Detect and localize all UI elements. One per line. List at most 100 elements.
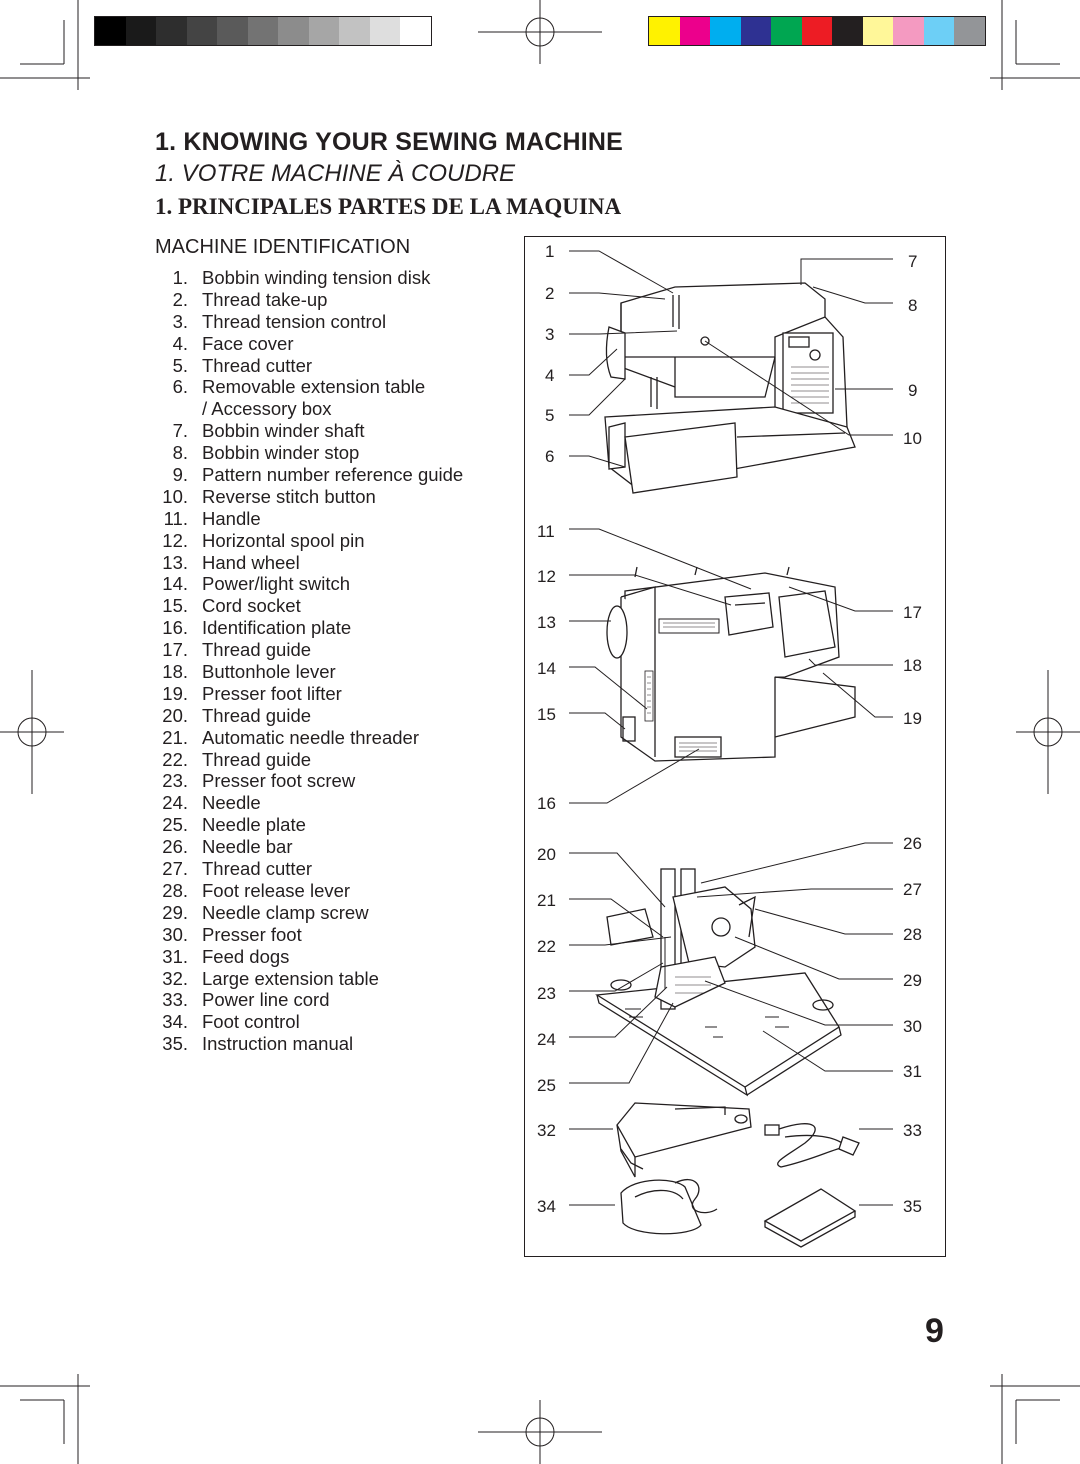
- callout-28: 28: [903, 925, 922, 944]
- callout-20: 20: [537, 845, 556, 864]
- part-number: 30.: [162, 923, 188, 945]
- part-label: Needle clamp screw: [202, 901, 369, 923]
- part-number: 32.: [162, 967, 188, 989]
- callout-22: 22: [537, 937, 556, 956]
- part-label: Bobbin winder shaft: [202, 420, 365, 442]
- callout-9: 9: [908, 381, 917, 400]
- gray-swatch: [339, 17, 370, 45]
- part-number: 27.: [162, 858, 188, 880]
- gray-swatch: [247, 17, 279, 45]
- part-number: 1.: [172, 267, 188, 288]
- part-number: 19.: [162, 682, 188, 704]
- callout-1: 1: [545, 242, 554, 261]
- part-number: 34.: [162, 1011, 188, 1033]
- part-label: Thread guide: [202, 748, 312, 770]
- title-french: 1. VOTRE MACHINE À COUDRE: [155, 160, 516, 187]
- callout-18: 18: [903, 656, 922, 675]
- section-heading: MACHINE IDENTIFICATION: [155, 236, 411, 258]
- part-number: 28.: [162, 879, 188, 901]
- callout-29: 29: [903, 971, 922, 990]
- part-number: 2.: [172, 288, 188, 310]
- part-number: 11.: [163, 507, 188, 529]
- color-swatch: [679, 17, 711, 45]
- part-number: 26.: [162, 836, 188, 858]
- part-label: Thread guide: [202, 704, 312, 726]
- callout-23: 23: [537, 984, 556, 1003]
- part-label: Horizontal spool pin: [202, 529, 365, 551]
- part-number: 3.: [172, 310, 188, 332]
- part-number: 35.: [162, 1033, 188, 1055]
- part-number: 9.: [172, 464, 188, 486]
- gray-swatch: [95, 17, 126, 45]
- color-swatch: [832, 17, 863, 45]
- part-label: Foot control: [202, 1011, 300, 1033]
- part-label: Pattern number reference guide: [202, 464, 464, 486]
- part-number: 10.: [162, 485, 188, 507]
- callout-27: 27: [903, 880, 922, 899]
- machine-diagram: 1 2 3 4 5 6 7 8 9 10 11 12 13 14 15 16 1…: [524, 236, 946, 1257]
- callout-3: 3: [545, 325, 554, 344]
- part-number: 29.: [162, 901, 188, 923]
- page-number: 9: [925, 1312, 944, 1350]
- callout-2: 2: [545, 284, 554, 303]
- part-label: Foot release lever: [202, 879, 351, 901]
- part-number: 31.: [162, 945, 188, 967]
- callout-19: 19: [903, 709, 922, 728]
- part-label: Large extension table: [202, 967, 379, 989]
- machine-rear-view: [606, 566, 856, 762]
- extension-table-illustration: [616, 1102, 752, 1178]
- callout-6: 6: [545, 447, 554, 466]
- gray-swatch: [308, 17, 340, 45]
- part-number: 13.: [162, 551, 188, 573]
- callout-35: 35: [903, 1197, 922, 1216]
- part-number: 25.: [162, 814, 188, 836]
- callout-25: 25: [537, 1076, 556, 1095]
- title-english: 1. KNOWING YOUR SEWING MACHINE: [155, 128, 624, 156]
- part-number: 8.: [172, 442, 188, 464]
- gray-swatch: [217, 17, 248, 45]
- callout-21: 21: [537, 891, 556, 910]
- part-label: Thread guide: [202, 639, 312, 661]
- callout-13: 13: [537, 613, 556, 632]
- part-label: Cord socket: [202, 595, 301, 617]
- part-label: Power/light switch: [202, 573, 351, 595]
- part-label: Needle bar: [202, 836, 293, 858]
- part-number: 33.: [162, 989, 188, 1011]
- grayscale-calibration-bar: [94, 16, 432, 46]
- gray-swatch: [186, 17, 218, 45]
- part-label: Thread cutter: [202, 858, 313, 880]
- gray-swatch: [125, 17, 157, 45]
- callout-24: 24: [537, 1030, 556, 1049]
- part-label: Needle: [202, 792, 261, 814]
- part-number: 20.: [162, 704, 188, 726]
- callout-11: 11: [537, 522, 555, 541]
- part-label: Instruction manual: [202, 1033, 354, 1055]
- callout-33: 33: [903, 1121, 922, 1140]
- part-label: Buttonhole lever: [202, 661, 336, 683]
- part-number: 17.: [162, 639, 188, 661]
- part-label: Presser foot: [202, 923, 302, 945]
- part-number: 16.: [162, 617, 188, 639]
- callout-32: 32: [537, 1121, 556, 1140]
- color-swatch: [862, 17, 894, 45]
- color-swatch: [740, 17, 772, 45]
- color-swatch: [771, 17, 802, 45]
- part-label: Power line cord: [202, 989, 330, 1011]
- callout-14: 14: [537, 659, 556, 678]
- color-swatch: [923, 17, 955, 45]
- part-label: Hand wheel: [202, 551, 300, 573]
- part-label: Presser foot lifter: [202, 682, 342, 704]
- part-label: Removable extension table: [202, 376, 426, 398]
- callout-7: 7: [908, 252, 917, 271]
- foot-control-illustration: [620, 1178, 718, 1235]
- callout-34: 34: [537, 1197, 556, 1216]
- gray-swatch: [369, 17, 401, 45]
- part-label: Handle: [202, 507, 261, 529]
- callout-16: 16: [537, 794, 556, 813]
- part-number: 22.: [162, 748, 188, 770]
- part-label: Thread cutter: [202, 354, 313, 376]
- color-swatch: [954, 17, 986, 45]
- part-number: 23.: [162, 770, 188, 792]
- part-label: Reverse stitch button: [202, 485, 376, 507]
